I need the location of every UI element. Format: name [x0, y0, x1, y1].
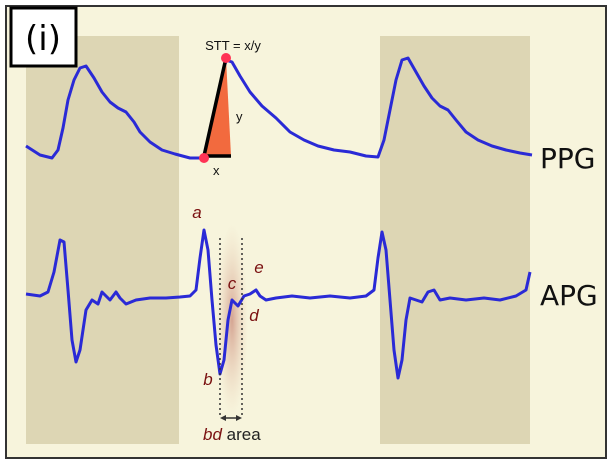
shaded-region-left [26, 36, 179, 444]
ppg-start-marker [199, 153, 209, 163]
formula-text: STT = x/y [205, 38, 261, 53]
triangle-y-label: y [236, 109, 243, 124]
ppg-label: PPG [540, 142, 595, 175]
bd-arrowhead-left [220, 415, 226, 421]
bd-highlight [216, 224, 248, 416]
triangle-hypotenuse [202, 57, 228, 157]
area-suffix: area [222, 425, 261, 444]
apg-label: APG [540, 279, 598, 312]
triangle-x-label: x [213, 163, 220, 178]
bd-area-label: bd area [203, 425, 261, 444]
panel-label: (i) [25, 19, 61, 59]
point-e-label: e [254, 258, 263, 277]
point-b-label: b [203, 370, 212, 389]
apg-waveform [25, 228, 532, 380]
point-d-label: d [249, 306, 259, 325]
shaded-region-right [380, 36, 530, 444]
bd-prefix: bd [203, 425, 222, 444]
ppg-peak-marker [221, 53, 231, 63]
bd-arrowhead-right [236, 415, 242, 421]
point-a-label: a [192, 203, 201, 222]
ppg-waveform [25, 56, 533, 160]
panel-label-box [9, 6, 78, 68]
point-c-label: c [228, 274, 237, 293]
